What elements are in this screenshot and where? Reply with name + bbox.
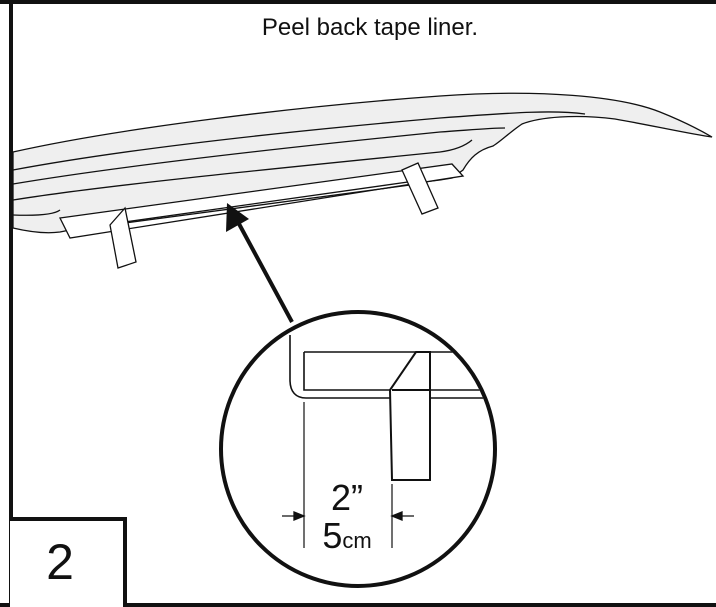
step-number: 2 [46,534,74,590]
step-number-box [10,517,127,607]
dimension-arrows [282,511,414,521]
magnified-detail [219,310,497,588]
dimension-metric-label: 5cm [304,516,390,561]
metric-value: 5 [322,515,343,556]
dimension-imperial-label: 2” [330,477,363,518]
spoiler-illustration [12,92,713,269]
instruction-caption: Peel back tape liner. [261,14,479,41]
metric-unit: cm [342,528,372,553]
pointer-arrow [226,203,294,323]
